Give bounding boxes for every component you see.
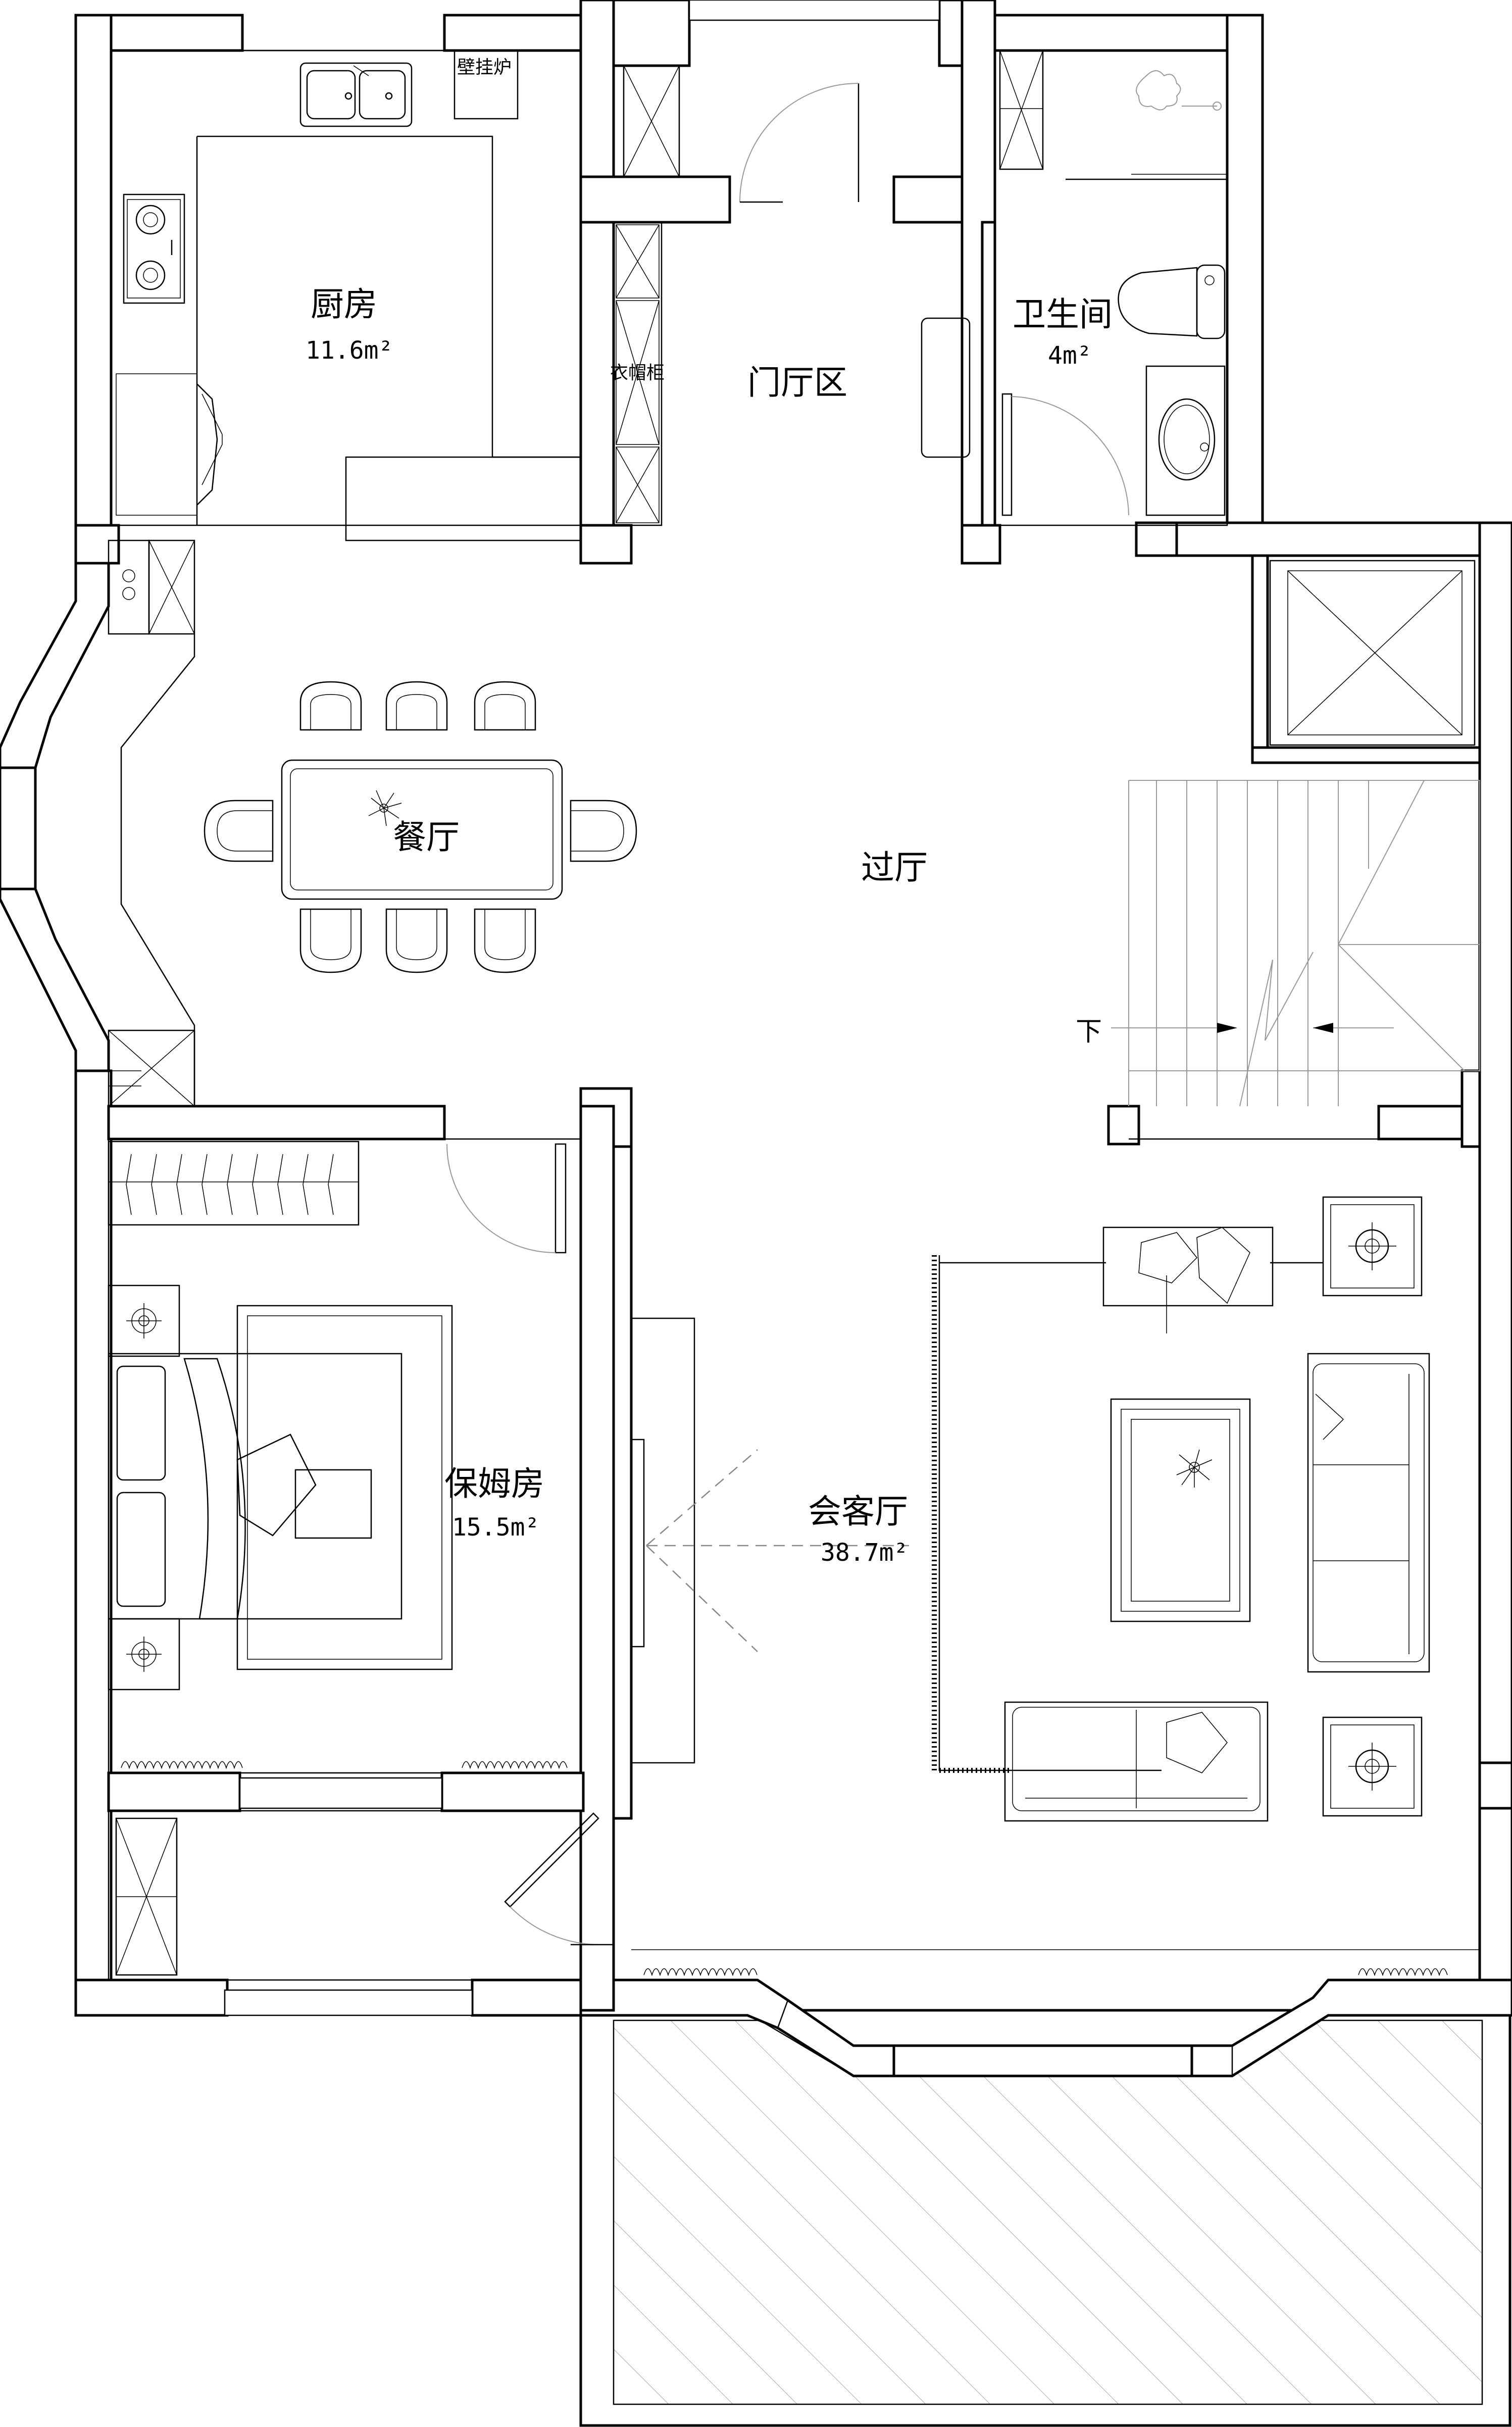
dining-side-units — [108, 539, 195, 1107]
lamp-icon — [108, 1618, 180, 1691]
bathroom-door[interactable] — [1001, 393, 1129, 516]
nanny-door[interactable] — [446, 1143, 567, 1254]
washbasin-icon — [1145, 365, 1226, 516]
coffee-table — [1110, 1398, 1251, 1622]
living-area: 38.7m² — [821, 1539, 908, 1567]
chair-icon — [474, 908, 536, 973]
foyer-name: 门厅区 — [747, 363, 847, 402]
closet-door[interactable] — [504, 1812, 614, 1946]
exterior-walls — [0, 0, 1512, 2077]
coat-cabinet — [613, 221, 663, 526]
lamp-icon — [108, 1284, 180, 1357]
chair-icon — [204, 800, 274, 862]
nanny-room-area: 15.5m² — [452, 1513, 539, 1542]
dining-name: 餐厅 — [393, 818, 460, 857]
staircase: 下 — [1076, 780, 1480, 1140]
nanny-room-name: 保姆房 — [444, 1464, 544, 1503]
sink-icon — [299, 62, 413, 127]
kitchen-area: 11.6m² — [306, 336, 393, 365]
hall-name: 过厅 — [861, 848, 928, 887]
nanny-room: 保姆房 15.5m² — [108, 1138, 582, 1774]
toilet-icon — [1118, 264, 1226, 339]
boiler — [453, 49, 519, 120]
lamp-icon — [1322, 1716, 1423, 1817]
coat-cabinet-label: 衣帽柜 — [610, 363, 665, 383]
living-name: 会客厅 — [808, 1492, 908, 1531]
stove-icon — [123, 193, 185, 304]
flower-icon — [368, 790, 402, 826]
sofa-icon — [1307, 1353, 1430, 1673]
bottom-closet — [108, 1810, 614, 1981]
stairs-label: 下 — [1076, 1017, 1102, 1047]
bed-icon — [108, 1353, 402, 1620]
foyer-bench — [921, 317, 971, 458]
kitchen-name: 厨房 — [311, 285, 377, 324]
kitchen: 壁挂炉 厨房 11.6m² — [110, 49, 582, 541]
chair-icon — [385, 908, 448, 973]
chair-icon — [570, 800, 637, 862]
boiler-label: 壁挂炉 — [457, 57, 512, 78]
shower-icon — [1136, 70, 1222, 111]
chair-icon — [299, 681, 362, 731]
interior-walls — [74, 0, 1512, 2012]
armchair-icon — [1102, 1226, 1274, 1333]
dining: 餐厅 — [204, 681, 637, 973]
living-room: 会客厅 38.7m² — [630, 1196, 1480, 1976]
entry-door[interactable] — [739, 83, 860, 203]
bathroom-area: 4m² — [1048, 341, 1092, 370]
bathroom: 卫生间 4m² — [994, 49, 1228, 526]
chair-icon — [385, 681, 448, 731]
bathroom-name: 卫生间 — [1013, 295, 1113, 334]
wardrobe — [108, 1141, 360, 1226]
dining-table — [281, 759, 563, 900]
storage-cabinet — [1269, 560, 1476, 746]
terrace — [579, 2009, 1511, 2427]
chair-icon — [474, 681, 536, 731]
chair-icon — [299, 908, 362, 973]
lamp-icon — [1322, 1196, 1423, 1297]
foyer: 衣帽柜 门厅区 — [610, 65, 971, 526]
sofa-icon — [1004, 1701, 1269, 1822]
flower-icon — [1176, 1449, 1213, 1488]
